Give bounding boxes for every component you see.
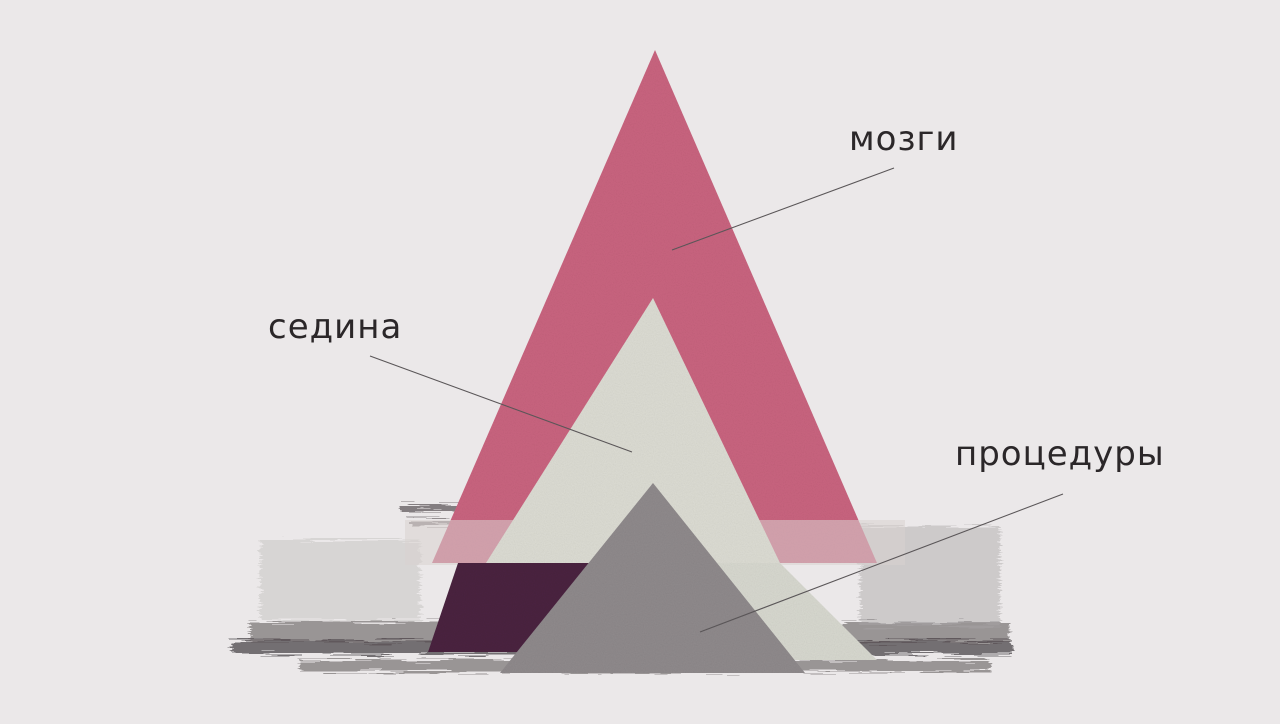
leader-line-gray-hair [369,355,633,453]
label-brains: мозги [849,119,959,159]
label-gray-hair: седина [268,307,403,347]
small-triangle [500,483,805,673]
leader-line-brains [671,167,895,251]
middle-triangle [486,298,780,563]
label-procedures: процедуры [955,434,1165,474]
leader-line-procedures [699,493,1064,633]
